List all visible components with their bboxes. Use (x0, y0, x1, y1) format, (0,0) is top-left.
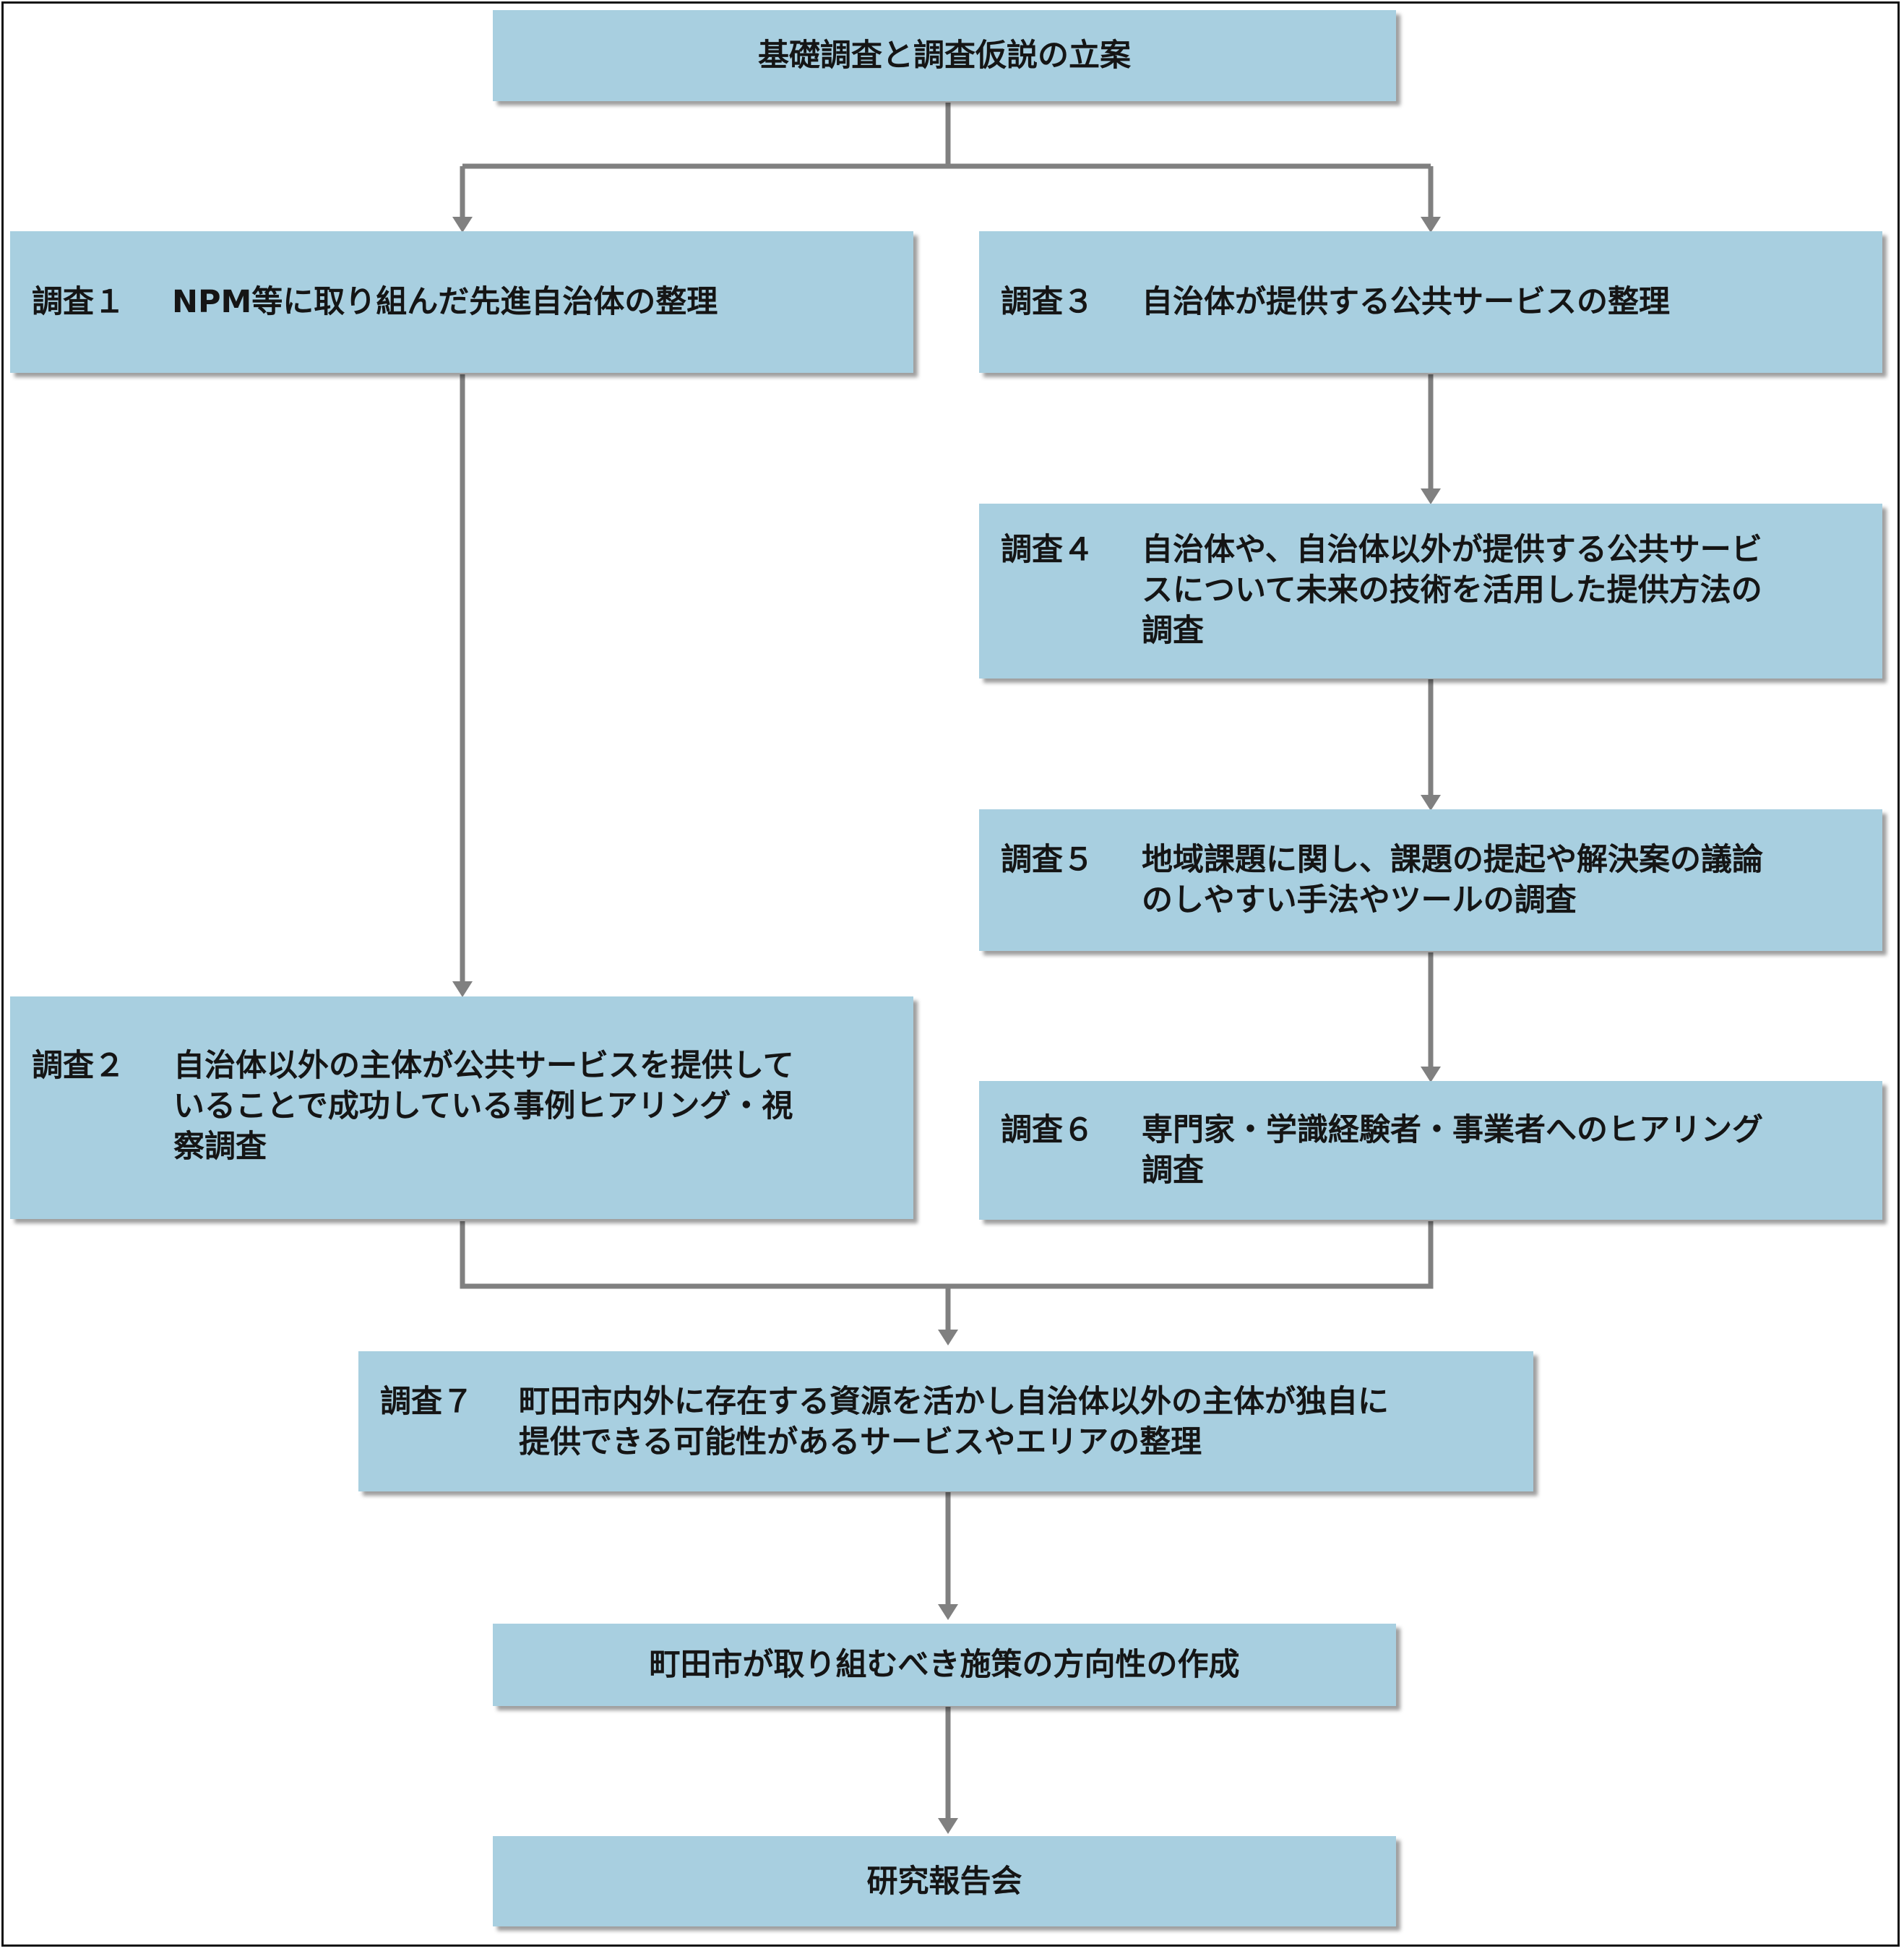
box-survey-2: 調査２ 自治体以外の主体が公共サービスを提供して いることで成功している事例ヒア… (10, 996, 913, 1219)
box-report-text: 研究報告会 (866, 1863, 1022, 1900)
survey-7-text: 町田市内外に存在する資源を活かし自治体以外の主体が独自に 提供できる可能性がある… (519, 1384, 1389, 1460)
connector-merge (460, 1221, 1434, 1331)
box-survey-6: 調査６ 専門家・学識経験者・事業者へのヒアリング 調査 (979, 1081, 1882, 1220)
arrowhead-to-s7 (938, 1330, 958, 1345)
box-policy: 町田市が取り組むべき施策の方向性の作成 (493, 1624, 1396, 1706)
survey-1-label: 調査１ (32, 284, 125, 320)
arrowhead-to-s4 (1421, 488, 1441, 504)
arrowhead-to-report (938, 1818, 958, 1834)
arrowhead-to-s2 (452, 981, 473, 997)
survey-4-label: 調査４ (1001, 532, 1094, 568)
box-top: 基礎調査と調査仮説の立案 (493, 10, 1396, 101)
survey-7-label: 調査７ (380, 1384, 473, 1420)
arrowhead-to-s1 (452, 217, 473, 233)
survey-3-label: 調査３ (1001, 284, 1094, 320)
survey-6-text: 専門家・学識経験者・事業者へのヒアリング 調査 (1142, 1112, 1763, 1189)
box-survey-4: 調査４ 自治体や、自治体以外が提供する公共サービ スについて未来の技術を活用した… (979, 504, 1882, 679)
survey-2-text: 自治体以外の主体が公共サービスを提供して いることで成功している事例ヒアリング・… (173, 1048, 794, 1165)
arrowhead-to-s5 (1421, 795, 1441, 811)
survey-5-label: 調査５ (1001, 842, 1094, 878)
arrowhead-to-policy (938, 1604, 958, 1620)
box-survey-3: 調査３ 自治体が提供する公共サービスの整理 (979, 231, 1882, 373)
arrowhead-to-s3 (1421, 217, 1441, 233)
survey-5-text: 地域課題に関し、課題の提起や解決案の議論 のしやすい手法やツールの調査 (1142, 842, 1763, 918)
box-policy-text: 町田市が取り組むべき施策の方向性の作成 (649, 1647, 1240, 1683)
survey-4-text: 自治体や、自治体以外が提供する公共サービ スについて未来の技術を活用した提供方法… (1142, 532, 1762, 649)
connector-top-split (460, 103, 1434, 217)
survey-2-label: 調査２ (32, 1048, 125, 1084)
arrowhead-to-s6 (1421, 1067, 1441, 1082)
box-survey-7: 調査７ 町田市内外に存在する資源を活かし自治体以外の主体が独自に 提供できる可能… (358, 1351, 1533, 1491)
survey-6-label: 調査６ (1001, 1112, 1094, 1148)
box-survey-1: 調査１ NPM等に取り組んだ先進自治体の整理 (10, 231, 913, 373)
survey-1-text: NPM等に取り組んだ先進自治体の整理 (172, 284, 718, 320)
box-survey-5: 調査５ 地域課題に関し、課題の提起や解決案の議論 のしやすい手法やツールの調査 (979, 809, 1882, 951)
box-top-text: 基礎調査と調査仮説の立案 (758, 38, 1131, 74)
box-report: 研究報告会 (493, 1836, 1396, 1926)
survey-3-text: 自治体が提供する公共サービスの整理 (1142, 284, 1670, 320)
